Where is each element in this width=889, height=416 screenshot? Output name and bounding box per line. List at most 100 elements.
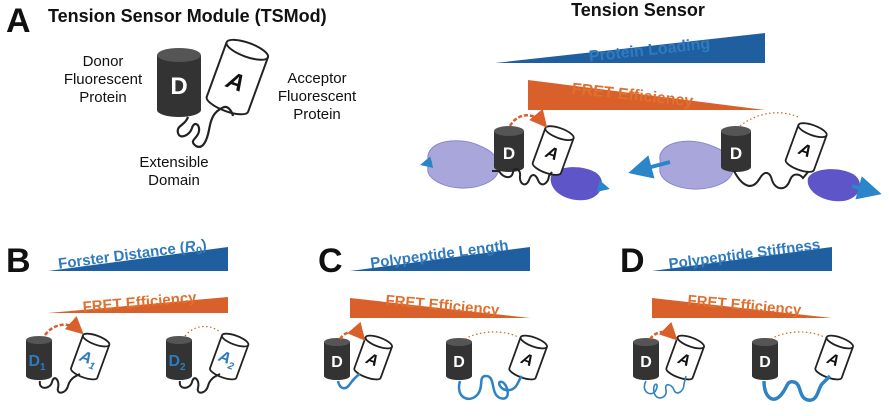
donor-letter-d1: D (640, 354, 652, 371)
acceptor-cylinder-c2: A (508, 334, 548, 381)
protein-left-2 (659, 140, 735, 190)
d-sensor-1: D A (633, 321, 705, 399)
donor-letter-tension-right: D (730, 144, 742, 163)
acceptor-letter-tension-left: A (542, 142, 561, 164)
fret-arrow-c1 (338, 321, 366, 341)
fret-efficiency-wedge-d (652, 298, 832, 318)
fret-dotted-tension-right (739, 112, 801, 127)
fret-efficiency-wedge-b (48, 297, 228, 313)
acceptor-cylinder-a: A (205, 38, 270, 116)
acceptor-cylinder-b1: A1 (70, 332, 111, 381)
donor-letter-c2: D (453, 354, 465, 371)
donor-cylinder-d2: D (752, 338, 778, 380)
fret-arrow-tension-left (508, 108, 548, 128)
b-sensor-2: D2 A2 (166, 325, 250, 394)
acceptor-label: Acceptor Fluorescent Protein (278, 70, 357, 123)
linker-c2 (457, 374, 523, 401)
donor-b1-letter: D (28, 353, 40, 370)
panel-letter-c: C (318, 242, 343, 280)
acceptor-letter-c1: A (363, 350, 381, 370)
c-sensor-1: D A (324, 321, 393, 390)
acceptor-cylinder-c1: A (353, 334, 393, 381)
acceptor-letter-d2: A (824, 350, 842, 370)
donor-b2-sub: 2 (180, 362, 186, 373)
donor-cylinder-c1: D (324, 338, 350, 380)
donor-b1-sub: 1 (40, 362, 46, 373)
acceptor-b1-sub: 1 (87, 361, 96, 373)
forster-distance-suffix: ) (200, 236, 207, 254)
fret-dotted-b2 (184, 325, 221, 337)
fret-arrow-d1 (649, 321, 678, 341)
acceptor-label-line3: Protein (293, 106, 341, 123)
donor-label-line2: Fluorescent (64, 71, 143, 88)
domain-label-line2: Domain (148, 172, 200, 189)
acceptor-letter-b2: A2 (214, 348, 238, 373)
acceptor-letter-tension-right: A (795, 139, 814, 161)
donor-letter-c1: D (331, 354, 343, 371)
arrow-left-large (628, 155, 671, 179)
acceptor-cylinder-tension-left: A (531, 125, 575, 176)
d-sensor-2: D A (752, 331, 854, 402)
linker-b1 (38, 373, 81, 394)
donor-label-line3: Protein (79, 89, 127, 106)
arrow-right-large (851, 176, 882, 200)
linker-a (176, 105, 235, 148)
fret-arrow-b1 (44, 316, 84, 336)
protein-right-1 (550, 167, 603, 201)
donor-letter-d2: D (759, 354, 771, 371)
acceptor-letter-c2: A (518, 350, 536, 370)
panel-letter-a: A (6, 2, 31, 40)
protein-left-1 (427, 140, 500, 189)
donor-cylinder-b2: D2 (166, 336, 192, 380)
linker-c1 (336, 372, 361, 390)
tsmod-title: Tension Sensor Module (TSMod) (48, 6, 327, 26)
linker-tension-left (492, 167, 553, 186)
donor-b2-letter: D (168, 353, 180, 370)
arrow-left-small (420, 156, 434, 168)
panel-letter-d: D (620, 242, 645, 280)
high-load-sensor: D A (628, 112, 882, 202)
fret-efficiency-wedge-c (350, 298, 530, 318)
acceptor-b2-sub: 2 (225, 360, 235, 373)
forster-distance-var: R (184, 238, 197, 256)
donor-cylinder-d1: D (633, 338, 659, 380)
domain-label: Extensible Domain (139, 154, 208, 189)
acceptor-letter-d1: A (675, 350, 693, 370)
c-sensor-2: D A (446, 331, 548, 401)
linker-d1 (643, 375, 687, 399)
linker-d2 (762, 374, 832, 402)
domain-label-line1: Extensible (139, 154, 208, 171)
panel-letter-b: B (6, 242, 31, 280)
donor-label: Donor Fluorescent Protein (64, 53, 143, 106)
acceptor-b2-letter: A (215, 348, 233, 368)
donor-letter-a: D (170, 73, 187, 100)
acceptor-b1-letter: A (76, 348, 94, 368)
protein-right-2 (807, 169, 861, 202)
donor-cylinder-tension-left: D (494, 126, 524, 172)
acceptor-cylinder-tension-right: A (784, 122, 828, 173)
acceptor-cylinder-b2: A2 (209, 332, 250, 381)
linker-b2 (178, 373, 221, 394)
donor-cylinder-c2: D (446, 338, 472, 380)
donor-cylinder-b1: D1 (26, 336, 52, 380)
donor-cylinder-a: D (157, 48, 201, 117)
acceptor-letter-b1: A1 (75, 348, 99, 373)
polypeptide-stiffness-wedge (652, 247, 832, 271)
tension-sensor-title: Tension Sensor (571, 0, 705, 20)
linker-tension-right (733, 170, 809, 190)
b-sensor-1: D1 A1 (26, 316, 111, 394)
acceptor-cylinder-d1: A (665, 334, 705, 381)
low-load-sensor: D A (420, 108, 610, 201)
donor-label-line1: Donor (83, 53, 124, 70)
acceptor-label-line1: Acceptor (287, 70, 346, 87)
fret-dotted-c2 (464, 331, 519, 340)
forster-distance-sub: 0 (195, 245, 203, 258)
acceptor-label-line2: Fluorescent (278, 88, 357, 105)
protein-loading-wedge (495, 33, 765, 63)
donor-letter-b2: D2 (168, 353, 186, 373)
donor-cylinder-tension-right: D (721, 126, 751, 172)
polypeptide-length-wedge (350, 247, 530, 271)
donor-letter-tension-left: D (503, 144, 515, 163)
arrow-right-small (596, 180, 610, 192)
